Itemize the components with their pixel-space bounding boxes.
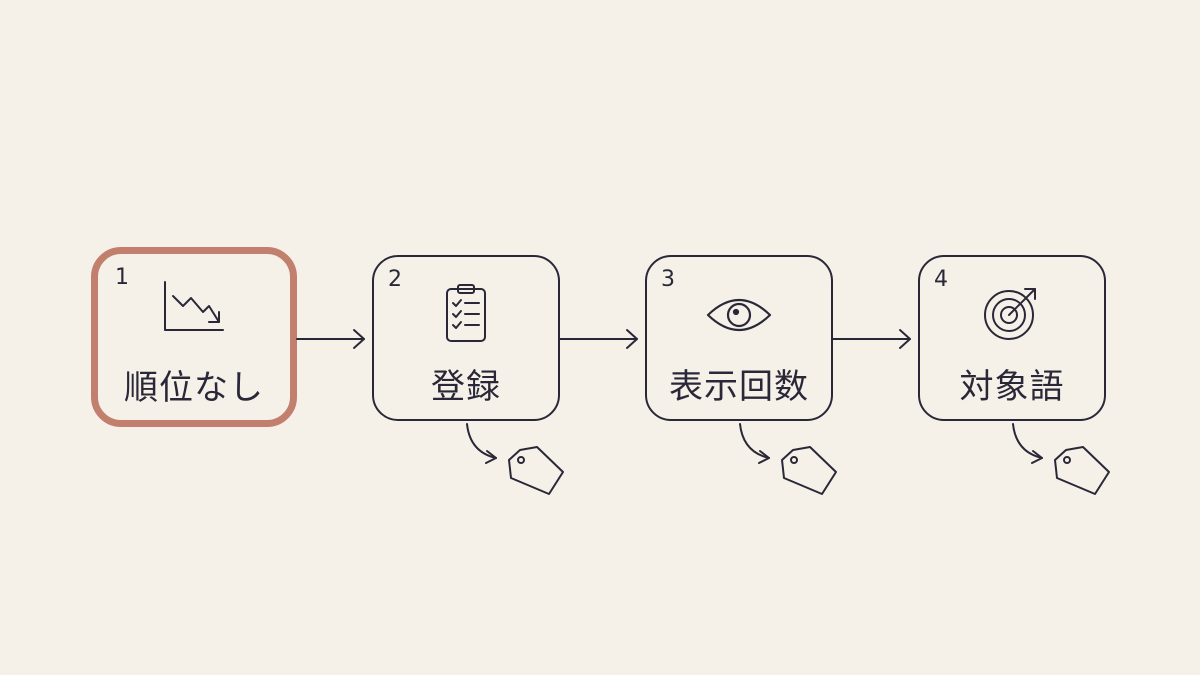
target-icon: [984, 288, 1036, 340]
tag-icon: [739, 423, 837, 495]
step-2-number: 2: [388, 267, 402, 292]
step-2-label: 登録: [431, 367, 501, 407]
step-1-box: 1 順位なし: [91, 247, 297, 427]
tag-icon: [466, 423, 564, 495]
step-1-label: 順位なし: [124, 368, 264, 408]
step-3-number: 3: [661, 267, 675, 292]
tag-icon: [1012, 423, 1110, 495]
eye-icon: [706, 299, 772, 331]
step-4-label: 対象語: [959, 367, 1065, 407]
arrow-right-icon: [559, 329, 638, 349]
step-2-box: 2 登録: [372, 255, 560, 421]
step-4-box: 4 対象語: [918, 255, 1106, 421]
clipboard-checklist-icon: [446, 284, 486, 342]
step-3-label: 表示回数: [669, 367, 809, 407]
step-3-box: 3 表示回数: [645, 255, 833, 421]
declining-chart-icon: [164, 281, 224, 331]
step-4-number: 4: [934, 267, 948, 292]
arrow-right-icon: [296, 329, 365, 349]
step-1-number: 1: [115, 265, 129, 290]
arrow-right-icon: [832, 329, 911, 349]
